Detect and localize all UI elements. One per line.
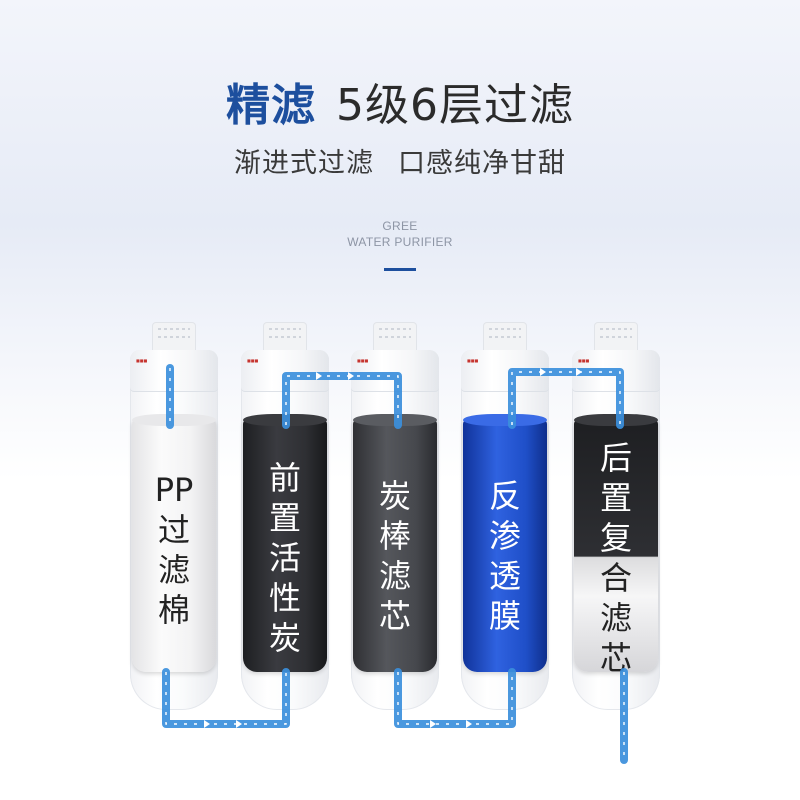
cartridge-reverse-osmosis — [463, 420, 547, 672]
label-line: 膜 — [488, 597, 521, 635]
label-line: 反 — [488, 477, 521, 515]
headline-accent: 精滤 — [226, 80, 316, 131]
housing-logo-mark-2: ■■■ — [247, 358, 259, 363]
label-line: 过 — [157, 511, 190, 549]
cartridge-top-ring-4 — [463, 414, 547, 426]
housing-logo-mark-5: ■■■ — [578, 358, 590, 363]
housing-logo-mark-1: ■■■ — [136, 358, 148, 363]
cartridge-pp-cotton — [132, 420, 216, 672]
brand-line-2: WATER PURIFIER — [347, 235, 453, 249]
label-line: 棒 — [378, 517, 411, 555]
label-line: 前 — [268, 459, 301, 497]
headline-rest: 5级6层过滤 — [336, 80, 574, 131]
subtitle: 渐进式过滤口感纯净甘甜 — [0, 146, 800, 182]
label-line: 滤 — [599, 599, 632, 637]
housing-logo-mark-3: ■■■ — [357, 358, 369, 363]
housing-cap-4 — [483, 322, 527, 354]
subtitle-left: 渐进式过滤 — [234, 148, 374, 179]
brand-line-1: GREE — [382, 219, 418, 233]
label-line: 炭 — [378, 477, 411, 515]
label-line: 炭 — [268, 619, 301, 657]
label-line: 滤 — [157, 551, 190, 589]
headline: 精滤 5级6层过滤 — [0, 78, 800, 134]
subtitle-right: 口感纯净甘甜 — [398, 148, 566, 179]
cartridge-label-reverse-osmosis: 反 渗 透 膜 — [463, 476, 547, 636]
label-line: 后 — [599, 439, 632, 477]
cartridge-label-post-composite: 后 置 复 合 滤 芯 — [574, 438, 658, 678]
label-line: 滤 — [378, 557, 411, 595]
label-line: 性 — [268, 579, 301, 617]
label-line: 活 — [268, 539, 301, 577]
housing-cap-3 — [373, 322, 417, 354]
label-line: 芯 — [378, 597, 411, 635]
housing-cap-5 — [594, 322, 638, 354]
label-line: 合 — [599, 559, 632, 597]
label-line: 置 — [599, 479, 632, 517]
label-line: PP — [154, 471, 194, 509]
cartridge-activated-carbon — [243, 420, 327, 672]
brand-underline — [384, 268, 416, 271]
label-line: 棉 — [157, 591, 190, 629]
cartridge-carbon-rod — [353, 420, 437, 672]
cartridge-post-composite — [574, 420, 658, 672]
housing-cap-1 — [152, 322, 196, 354]
housing-logo-mark-4: ■■■ — [467, 358, 479, 363]
housing-cap-2 — [263, 322, 307, 354]
label-line: 透 — [488, 557, 521, 595]
brand-mark: GREE WATER PURIFIER — [0, 218, 800, 250]
cartridge-label-activated-carbon: 前 置 活 性 炭 — [243, 458, 327, 658]
label-line: 复 — [599, 519, 632, 557]
label-line: 渗 — [488, 517, 521, 555]
cartridge-label-pp-cotton: PP 过 滤 棉 — [132, 470, 216, 630]
label-line: 置 — [268, 499, 301, 537]
cartridge-label-carbon-rod: 炭 棒 滤 芯 — [353, 476, 437, 636]
